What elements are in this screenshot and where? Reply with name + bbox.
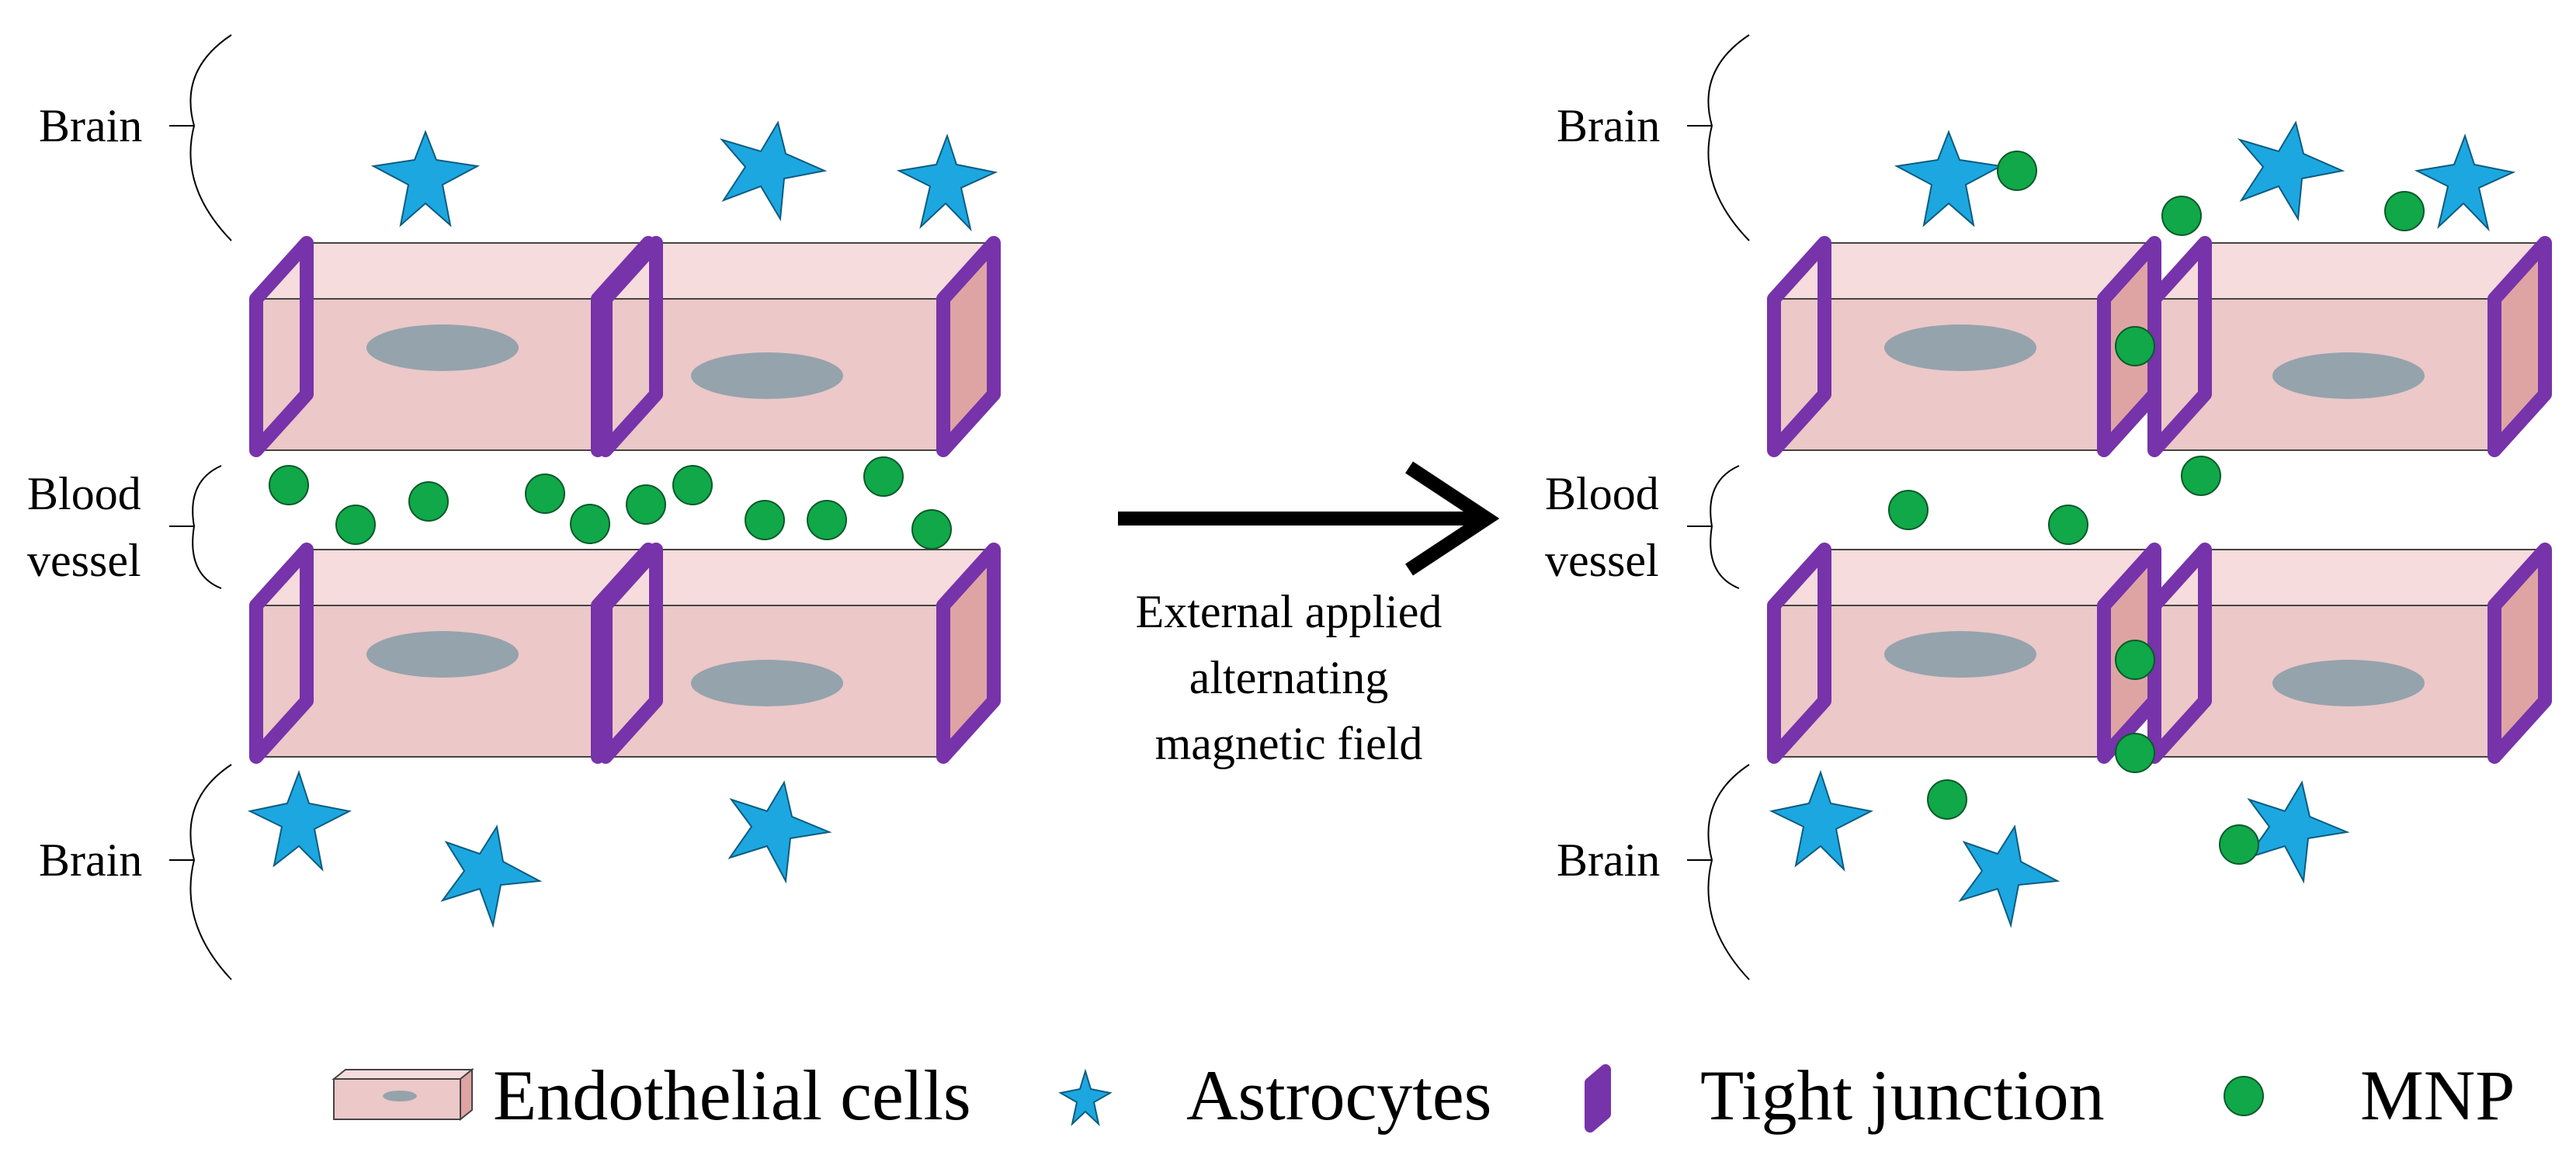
mnp-particle bbox=[408, 481, 449, 522]
endothelial-cell bbox=[249, 543, 655, 764]
transition-arrow: External applied alternating magnetic fi… bbox=[1118, 461, 1500, 769]
nucleus bbox=[1884, 324, 2036, 371]
nucleus bbox=[366, 631, 519, 678]
brace-blood-vessel bbox=[192, 465, 222, 589]
tight-junction bbox=[2487, 543, 2552, 764]
tight-junction bbox=[599, 236, 663, 457]
tight-junction bbox=[936, 543, 1001, 764]
legend-mnp-icon bbox=[2224, 1076, 2264, 1116]
mnp-particle bbox=[2115, 640, 2155, 680]
mnp-particle bbox=[807, 500, 847, 540]
label-brain-top: Brain bbox=[39, 100, 142, 151]
mnp-particle bbox=[911, 509, 952, 550]
endothelial-cell bbox=[2147, 543, 2552, 764]
endothelial-cell bbox=[249, 236, 655, 457]
brace-brain-top bbox=[189, 34, 232, 241]
mnp-particle bbox=[2048, 505, 2088, 545]
label-brain-bottom: Brain bbox=[1557, 834, 1660, 886]
mnp-particle bbox=[570, 504, 610, 544]
endothelial-cell bbox=[2147, 236, 2552, 457]
mnp-particle bbox=[525, 473, 565, 514]
astrocyte-star-icon bbox=[720, 120, 828, 222]
mnp-group bbox=[1888, 151, 2425, 865]
astrocyte-star-icon bbox=[2414, 133, 2516, 232]
legend: Endothelial cells Astrocytes Tight junct… bbox=[332, 1056, 2515, 1135]
mnp-particle bbox=[1997, 151, 2037, 191]
nucleus bbox=[2272, 660, 2425, 706]
tight-junction bbox=[2487, 236, 2552, 457]
endothelial-cell bbox=[1767, 236, 2161, 457]
endothelial-cell bbox=[599, 543, 1001, 764]
legend-endothelial-label: Endothelial cells bbox=[493, 1056, 971, 1135]
legend-endothelial-icon bbox=[332, 1067, 474, 1122]
astrocyte-star-icon bbox=[2238, 120, 2345, 222]
tight-junction bbox=[936, 236, 1001, 457]
brace-blood-vessel bbox=[1710, 465, 1740, 589]
astrocyte-star-icon bbox=[896, 133, 998, 232]
endothelial-cell bbox=[599, 236, 1001, 457]
legend-tight-junction-icon bbox=[1585, 1064, 1611, 1133]
nucleus bbox=[366, 324, 519, 371]
nucleus bbox=[1884, 631, 2036, 678]
endothelial-cell bbox=[1767, 543, 2161, 764]
arrow-caption-line2: alternating bbox=[1189, 652, 1389, 703]
panel-after: Brain Blood vessel Brain bbox=[1545, 34, 2552, 980]
label-vessel: vessel bbox=[27, 535, 141, 586]
mnp-particle bbox=[1927, 779, 1967, 820]
mnp-particle bbox=[2181, 456, 2221, 496]
astrocyte-star-icon bbox=[2245, 780, 2350, 884]
tight-junction bbox=[1767, 543, 1831, 764]
tight-junction bbox=[2147, 236, 2212, 457]
brace-brain-bottom bbox=[189, 764, 232, 980]
label-brain-bottom: Brain bbox=[39, 834, 142, 886]
astrocyte-star-icon bbox=[440, 824, 543, 928]
astrocyte-star-icon bbox=[1769, 769, 1874, 872]
mnp-particle bbox=[2115, 326, 2155, 366]
mnp-particle bbox=[2161, 196, 2202, 236]
mnp-particle bbox=[269, 465, 309, 505]
astrocyte-star-icon bbox=[1894, 130, 2004, 227]
astrocyte-star-icon bbox=[1958, 824, 2060, 928]
astrocyte-star-icon bbox=[370, 130, 481, 227]
tight-junction bbox=[2147, 543, 2212, 764]
tight-junction bbox=[599, 543, 663, 764]
mnp-particle bbox=[335, 505, 376, 545]
legend-tight-junction-label: Tight junction bbox=[1700, 1056, 2105, 1135]
brace-brain-top bbox=[1707, 34, 1750, 241]
label-brain-top: Brain bbox=[1557, 100, 1660, 151]
mnp-particle bbox=[2115, 733, 2155, 773]
arrow-caption-line1: External applied bbox=[1136, 586, 1442, 637]
astrocyte-star-icon bbox=[247, 769, 352, 872]
tight-junction bbox=[249, 543, 314, 764]
legend-mnp-label: MNP bbox=[2360, 1056, 2515, 1135]
mnp-particle bbox=[1888, 490, 1929, 530]
mnp-particle bbox=[863, 456, 904, 497]
mnp-particle bbox=[2219, 824, 2259, 865]
mnp-group bbox=[269, 456, 952, 550]
nucleus bbox=[691, 660, 843, 706]
brace-brain-bottom bbox=[1707, 764, 1750, 980]
label-vessel: vessel bbox=[1545, 535, 1659, 586]
legend-astrocytes-label: Astrocytes bbox=[1186, 1056, 1491, 1135]
nucleus bbox=[2272, 352, 2425, 399]
mnp-particle bbox=[672, 465, 713, 505]
panel-before: Brain Blood vessel Brain bbox=[27, 34, 1001, 980]
nucleus bbox=[691, 352, 843, 399]
tight-junction bbox=[249, 236, 314, 457]
tight-junction bbox=[1767, 236, 1831, 457]
mnp-particle bbox=[626, 484, 666, 525]
mnp-particle bbox=[2384, 191, 2425, 231]
mnp-particle bbox=[745, 500, 785, 540]
label-blood: Blood bbox=[27, 468, 141, 519]
legend-astrocyte-star-icon bbox=[1058, 1068, 1113, 1126]
astrocyte-star-icon bbox=[727, 780, 832, 884]
arrow-caption-line3: magnetic field bbox=[1155, 718, 1423, 769]
label-blood: Blood bbox=[1545, 468, 1659, 519]
